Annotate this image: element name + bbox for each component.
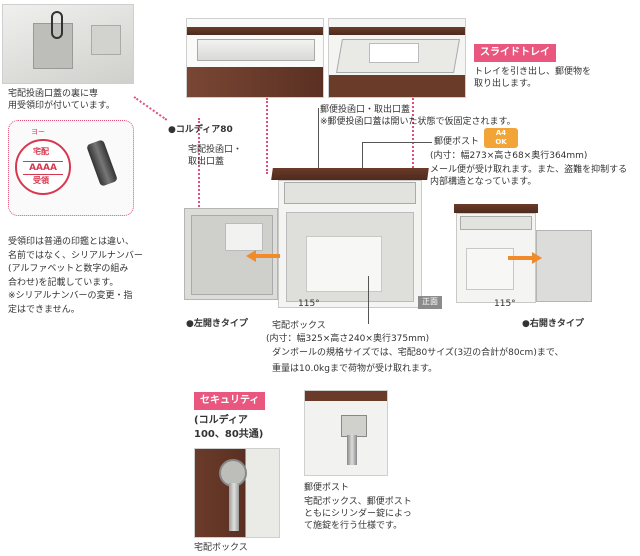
seal-note: 受領印は普通の印鑑とは違い、 名前ではなく、シリアルナンバー (アルファベットと… <box>8 237 143 315</box>
seal-mid2-text: AAAA <box>23 161 63 176</box>
delivery-slot-label: 宅配投函口・ 取出口蓋 <box>188 145 243 168</box>
slide-tray-photo <box>328 18 466 98</box>
dotted-leader-1 <box>133 96 168 121</box>
main-top-lid <box>271 168 429 180</box>
mail-slot-note: ※郵便投函口蓋は開いた状態で仮固定されます。 <box>320 117 516 127</box>
a4-ok-badge: A4 OK <box>484 128 518 148</box>
main-parcel <box>306 236 382 292</box>
leader-mail-slot <box>318 108 319 174</box>
lid-back-photo <box>2 4 134 84</box>
right-mail-slot <box>460 216 532 230</box>
security-tag: セキュリティ <box>194 392 266 410</box>
right-top-lid <box>454 204 538 213</box>
leader-mail-post <box>362 142 432 143</box>
seal-stamp: ヨー 宅配 AAAA 受領 <box>15 128 71 195</box>
dotted-leader-4 <box>412 98 414 168</box>
mail-post-lock-photo <box>304 390 388 476</box>
right-open-angle: 115° <box>494 299 516 309</box>
lid-back-note: 宅配投函口蓋の裏に専 用受領印が付いています。 <box>8 89 115 112</box>
bottom-delivery-box-label: 宅配ボックス <box>194 543 248 553</box>
dotted-leader-2 <box>198 118 200 238</box>
main-left-door <box>184 208 278 300</box>
seal-photo: ヨー 宅配 AAAA 受領 <box>8 120 134 216</box>
right-parcel <box>466 248 514 290</box>
left-open-angle: 115° <box>298 299 320 309</box>
dotted-leader-3 <box>266 98 268 174</box>
mail-slot-label: 郵便投函口・取出口蓋 <box>320 105 411 115</box>
right-door <box>536 230 592 302</box>
mail-post-dims: (内寸：幅273×高さ68×奥行364mm) <box>430 151 588 161</box>
right-open-label: ●右開きタイプ <box>522 319 584 329</box>
delivery-box-label: 宅配ボックス <box>272 321 326 331</box>
delivery-box-dims: (内寸：幅325×高さ240×奥行375mm) <box>266 334 430 344</box>
main-product <box>182 168 432 308</box>
right-product <box>448 204 598 304</box>
bottom-mail-post-label: 郵便ポスト <box>304 483 350 493</box>
stamp-handle <box>86 139 118 187</box>
leader-delivery-box <box>368 276 369 324</box>
cylinder-lock-icon <box>347 435 357 465</box>
seal-mid1-text: 宅配 <box>33 147 49 156</box>
mail-post-label: 郵便ポスト <box>434 137 480 147</box>
front-label: 正面 <box>418 296 442 309</box>
mail-slot-photo <box>186 18 324 98</box>
right-open-arrow <box>508 252 542 264</box>
delivery-box-lock-photo <box>194 448 280 538</box>
mail-post-note: メール便が受け取れます。また、盗難を抑制する 内部構造となっています。 <box>430 165 628 188</box>
leader-mail-post-v <box>362 142 363 188</box>
slide-tray-desc: トレイを引き出し、郵便物を 取り出します。 <box>474 67 592 90</box>
main-mail-slot <box>284 182 416 204</box>
bottom-mail-post-note: 宅配ボックス、郵便ポスト ともにシリンダー錠によっ て施錠を行う仕様です。 <box>304 497 412 532</box>
seal-bottom-text: 受領 <box>33 176 49 185</box>
seal-top-text: ヨー <box>31 128 45 136</box>
slide-tray-tag: スライドトレイ <box>474 44 556 62</box>
delivery-box-note: ダンボールの規格サイズでは、宅配80サイズ(3辺の合計が80cm)まで、 重量は… <box>272 348 564 374</box>
product-label: ●コルディア80 <box>168 125 233 135</box>
key-icon <box>229 483 239 531</box>
left-open-arrow <box>246 250 280 262</box>
left-open-label: ●左開きタイプ <box>186 319 248 329</box>
security-sub: (コルディア 100、80共通) <box>194 415 264 440</box>
